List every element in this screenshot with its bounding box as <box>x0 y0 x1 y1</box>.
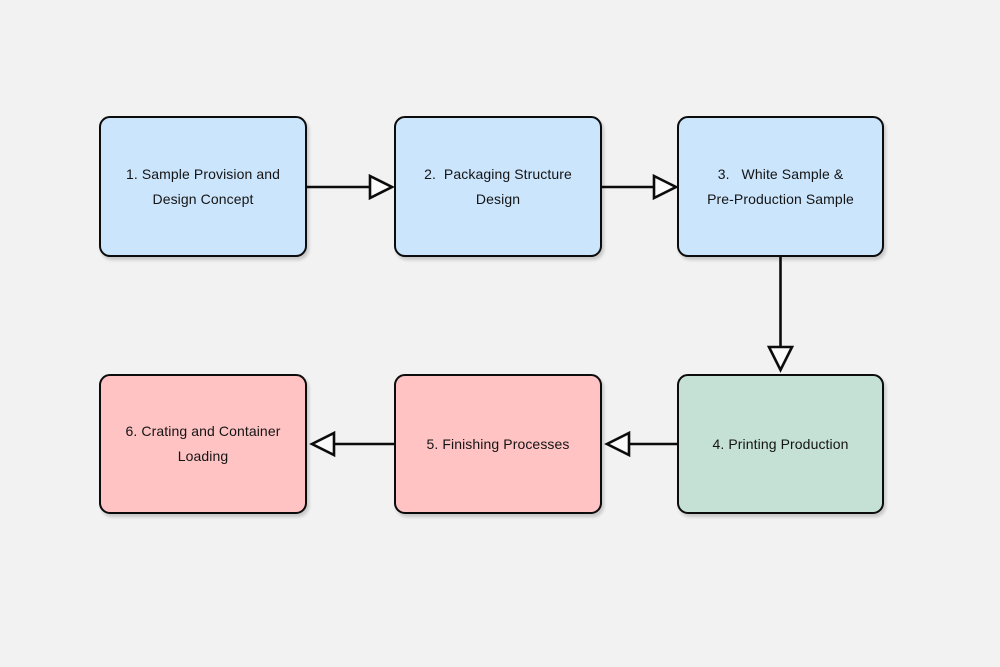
flowchart-node-label: 3. White Sample & Pre-Production Sample <box>707 165 854 207</box>
arrowhead-icon <box>652 173 679 201</box>
arrowhead-icon <box>766 345 795 373</box>
flowchart-node-label: 2. Packaging Structure Design <box>424 165 572 207</box>
edge-step4-to-step5 <box>604 430 677 458</box>
flowchart-node-label: 4. Printing Production <box>712 435 849 452</box>
flowchart-node-label: 1. Sample Provision and Design Concept <box>125 165 281 207</box>
arrowhead-icon <box>368 173 395 201</box>
edge-step3-to-step4 <box>766 257 795 373</box>
flowchart-node-label: 6. Crating and Container Loading <box>125 423 281 464</box>
edge-step2-to-step3 <box>602 173 679 201</box>
arrowhead-icon <box>604 430 631 458</box>
flowchart-node-label: 5. Finishing Processes <box>426 435 570 452</box>
edge-step5-to-step6 <box>309 430 394 458</box>
flowchart-node-step-3[interactable]: 3. White Sample & Pre-Production Sample <box>677 116 884 257</box>
flowchart-node-step-1[interactable]: 1. Sample Provision and Design Concept <box>99 116 307 257</box>
flowchart-node-step-4[interactable]: 4. Printing Production <box>677 374 884 514</box>
flowchart-node-step-6[interactable]: 6. Crating and Container Loading <box>99 374 307 514</box>
flowchart-node-step-5[interactable]: 5. Finishing Processes <box>394 374 602 514</box>
edge-step1-to-step2 <box>307 173 395 201</box>
arrowhead-icon <box>309 430 336 458</box>
flowchart-node-step-2[interactable]: 2. Packaging Structure Design <box>394 116 602 257</box>
